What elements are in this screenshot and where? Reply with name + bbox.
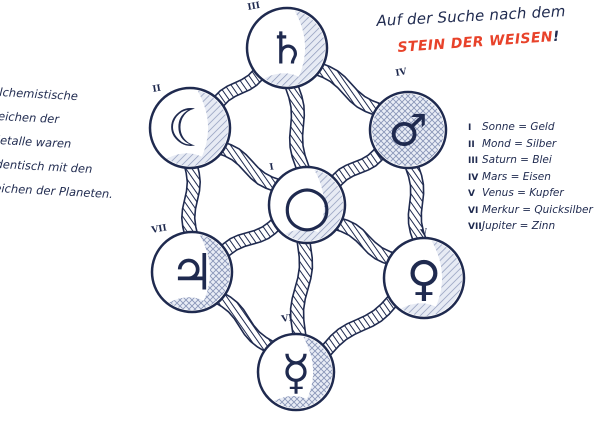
moon-symbol-icon: ☾ xyxy=(167,99,214,159)
planet-node-mercury: ☿ VI xyxy=(256,313,336,412)
planet-node-moon: ☾ II xyxy=(148,84,232,170)
planet-node-venus: ♀V xyxy=(382,228,466,320)
legend-item: VIIJupiter = Zinn xyxy=(468,219,593,236)
planet-node-jupiter: ♃VII xyxy=(150,223,234,314)
legend-item: I Sonne = Geld xyxy=(468,120,593,137)
heading-exclamation: ! xyxy=(552,28,561,46)
planet-node-saturn: ♄ III xyxy=(245,1,329,90)
legend-text: Jupiter = Zinn xyxy=(482,220,556,232)
legend-numeral: IV xyxy=(468,172,479,183)
legend-numeral: II xyxy=(468,139,475,150)
legend-text: Sonne = Geld xyxy=(482,121,555,133)
legend-text: Mars = Eisen xyxy=(482,170,551,183)
legend-text: Merkur = Quicksilber xyxy=(482,203,593,216)
venus-numeral: V xyxy=(419,228,430,239)
venus-symbol-icon: ♀ xyxy=(406,251,441,307)
legend-item: II Mond = Silber xyxy=(468,137,593,154)
mercury-numeral: VI xyxy=(280,313,294,325)
side-note: lchemistische eichen der letalle waren d… xyxy=(0,80,119,206)
mercury-symbol-icon: ☿ xyxy=(281,345,310,401)
legend-text: Mond = Silber xyxy=(482,137,557,150)
legend-text: Venus = Kupfer xyxy=(482,187,564,199)
sun-numeral: I xyxy=(269,162,275,173)
legend-numeral: III xyxy=(468,156,479,166)
legend-numeral: V xyxy=(468,189,475,199)
legend-numeral: VI xyxy=(468,205,479,216)
planet-node-mars: ♂ IV xyxy=(368,67,448,170)
legend-item: V Venus = Kupfer xyxy=(468,186,593,203)
moon-numeral: II xyxy=(152,84,162,95)
jupiter-numeral: VII xyxy=(150,223,168,236)
sun-symbol-icon: ○ xyxy=(283,174,332,239)
legend-numeral: VII xyxy=(468,222,482,232)
legend-numeral: I xyxy=(468,123,472,133)
saturn-numeral: III xyxy=(247,1,261,13)
planet-nodes: ♄III☾II♂IV○I♃VII♀V☿VI xyxy=(148,1,466,412)
planet-node-sun: ○I xyxy=(267,162,347,245)
legend-text: Saturn = Blei xyxy=(482,154,552,166)
jupiter-symbol-icon: ♃ xyxy=(170,244,215,302)
saturn-symbol-icon: ♄ xyxy=(267,23,306,74)
mars-numeral: IV xyxy=(395,67,409,79)
mars-symbol-icon: ♂ xyxy=(388,105,427,156)
